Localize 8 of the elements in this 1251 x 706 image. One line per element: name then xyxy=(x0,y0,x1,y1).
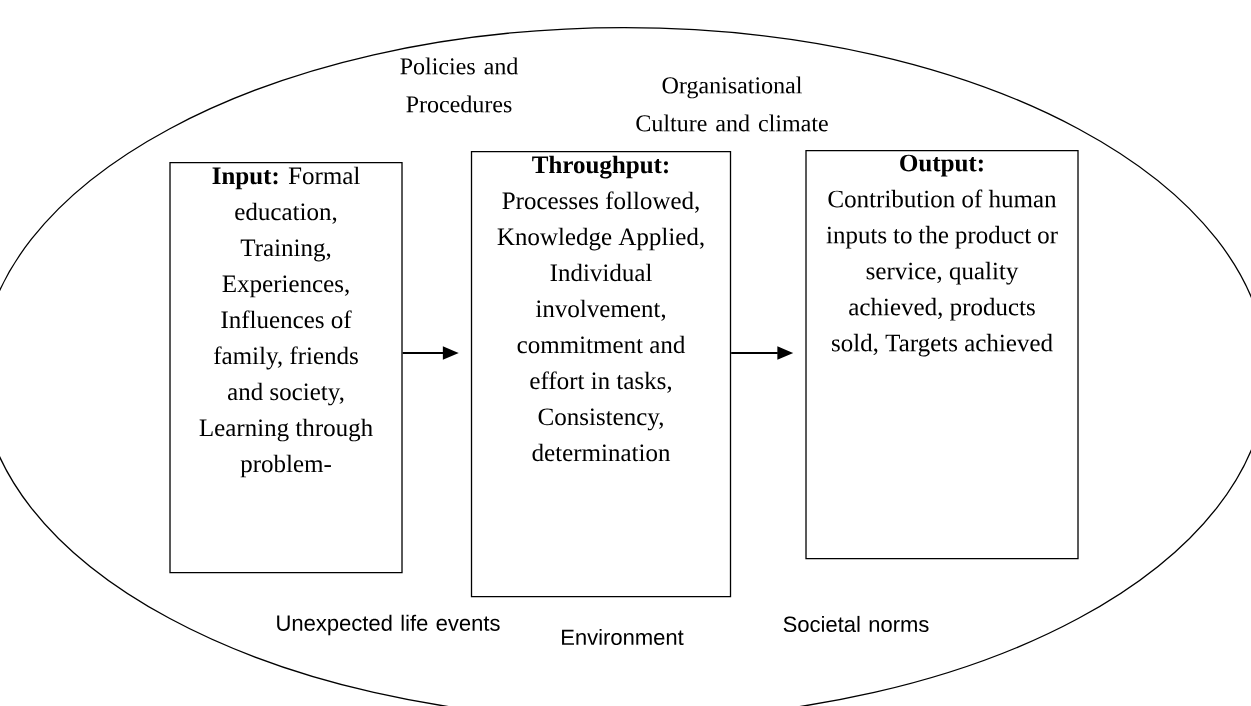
factor-label: Environment xyxy=(562,628,684,646)
factor-label: Societal norms xyxy=(783,615,929,633)
text-box: Output: Contribution of human inputs to the product or service, quality achieved, products sold, Targets achieved xyxy=(805,150,1079,560)
text-box: Throughput: Processes followed, Knowledge Applied, Individual involvement, commitment and effort in tasks, Consistency, determination xyxy=(470,151,732,598)
text-box: Input: Formal education, Training, Experiences, Influences of family, friends and society, Learning through problem- xyxy=(169,162,403,574)
factor-label: Organisational Culture and climate xyxy=(636,76,828,132)
factor-label: Policies and Procedures xyxy=(400,57,519,113)
factor-label: Unexpected life events xyxy=(277,614,500,636)
